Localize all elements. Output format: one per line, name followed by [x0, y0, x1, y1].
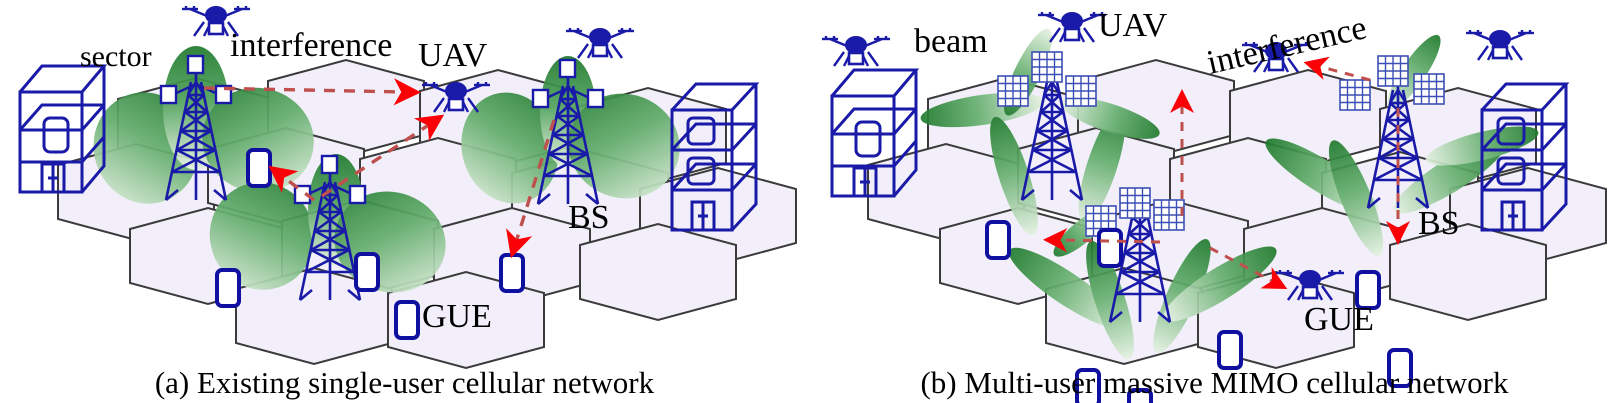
panel-b-caption: (b) Multi-user massive MIMO cellular net… [920, 365, 1509, 400]
label-interference: interference [230, 27, 392, 64]
label-bs: BS [1418, 205, 1460, 242]
interference-arrow-icon [1043, 56, 1410, 290]
pencil-beam-icon [920, 28, 1539, 360]
label-beam: beam [914, 23, 988, 60]
label-uav: UAV [418, 37, 488, 74]
label-bs: BS [568, 199, 610, 236]
panel-b-massive-mimo-network: beam UAV interference BS GUE (b) Multi-u… [810, 0, 1619, 403]
sector-beam-icon [93, 46, 680, 293]
panel-a-existing-network: sector interference UAV BS GUE (a) Exist… [0, 0, 809, 403]
interference-arrow-icon [203, 78, 556, 259]
label-uav: UAV [1098, 7, 1168, 44]
label-gue: GUE [422, 298, 492, 335]
panel-a-caption: (a) Existing single-user cellular networ… [154, 365, 655, 400]
label-gue: GUE [1304, 301, 1374, 338]
label-sector: sector [80, 40, 152, 73]
